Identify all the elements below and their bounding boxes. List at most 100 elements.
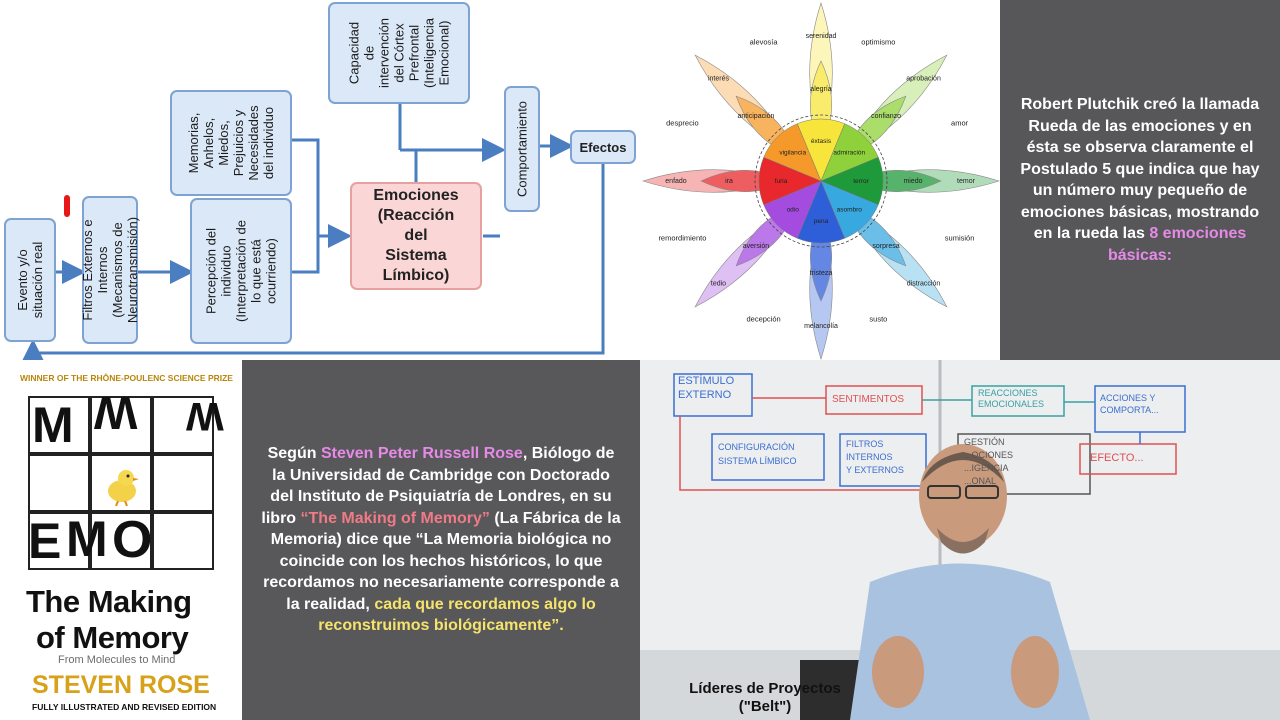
box-filtros-label: Filtros Externos e Internos (Mecanismos … xyxy=(80,216,140,324)
plutchik-paragraph: Robert Plutchik creó la llamada Rueda de… xyxy=(1020,94,1260,266)
inner-petal-label: vigilancia xyxy=(779,150,806,157)
emotion-flow-diagram: Evento y/o situación real Filtros Extern… xyxy=(0,0,640,360)
middle-petal-label: aversión xyxy=(743,243,770,250)
middle-petal-label: sorpresa xyxy=(872,243,899,250)
outer-dyad-label: remordimiento xyxy=(658,233,706,242)
grid-letter: E xyxy=(28,513,62,569)
outer-petal-label: melancolía xyxy=(804,323,838,330)
grid-letter: W xyxy=(186,394,224,438)
grid-cell xyxy=(90,454,152,512)
plutchik-wheel: serenidad alegría éxtasis optimismo aprobaci… xyxy=(640,0,1000,360)
book-title-line2: of Memory xyxy=(36,620,189,655)
middle-petal-label: confianzo xyxy=(871,113,901,120)
book-cover: WINNER OF THE RHÔNE-POULENC SCIENCE PRIZ… xyxy=(0,360,242,720)
outer-petal-label: serenidad xyxy=(806,33,837,40)
book-author: STEVEN ROSE xyxy=(32,671,210,699)
grid-cell xyxy=(28,396,90,454)
outer-petal-label: temor xyxy=(957,178,976,185)
plutchik-text-main: Robert Plutchik creó la llamada Rueda de… xyxy=(1020,96,1260,242)
rose-t1: Según xyxy=(267,445,321,463)
inner-petal-label: asombro xyxy=(837,206,863,213)
inner-petal-label: odio xyxy=(787,206,800,213)
inner-petal-label: admiración xyxy=(833,150,865,157)
grid-letter: W xyxy=(94,387,138,439)
middle-petal-label: ira xyxy=(725,178,733,185)
plutchik-text-highlight: 8 emociones básicas: xyxy=(1107,225,1247,264)
board-reacciones: REACCIONES EMOCIONALES xyxy=(978,388,1045,409)
box-comportamiento-label: Comportamiento xyxy=(514,100,530,198)
grid-letter: M xyxy=(32,397,74,453)
box-evento: Evento y/o situación real xyxy=(4,218,56,342)
box-memorias: Memorias, Anhelos, Miedos, Prejuicios y … xyxy=(170,90,292,196)
rose-panel: Según Steven Peter Russell Rose, Biólogo… xyxy=(242,360,640,720)
box-capacidad: Capacidad de intervención del Córtex Pre… xyxy=(328,2,470,104)
grid-cell xyxy=(152,396,214,454)
grid-letter: M xyxy=(66,511,108,567)
outer-dyad-label: alevosía xyxy=(750,37,779,46)
wheel-ring xyxy=(754,114,888,248)
inner-petal-label: furia xyxy=(775,178,788,185)
box-emociones: Emociones (Reacción del Sistema Límbico) xyxy=(350,182,482,290)
inner-sector xyxy=(763,123,822,182)
grid-cell xyxy=(28,454,90,512)
box-percepcion-label: Percepción del individuo (Interpretación… xyxy=(203,220,279,322)
grid-cell xyxy=(90,396,152,454)
middle-petal-label: miedo xyxy=(903,178,922,185)
whiteboard-scene xyxy=(640,360,1280,720)
middle-petal-label: anticipación xyxy=(737,113,774,120)
box-efectos: Efectos xyxy=(570,130,636,164)
inner-petal-label: pena xyxy=(814,218,829,225)
outer-dyad-label: optimismo xyxy=(861,37,895,46)
middle-petal-label: alegría xyxy=(810,86,832,93)
box-filtros: Filtros Externos e Internos (Mecanismos … xyxy=(80,196,140,344)
outer-dyad-label: sumisión xyxy=(945,233,975,242)
grid-cell xyxy=(152,454,214,512)
box-comportamiento: Comportamiento xyxy=(504,86,540,212)
grid-cell xyxy=(90,512,152,570)
outer-dyad-label: amor xyxy=(951,119,969,128)
outer-petal-label: aprobación xyxy=(906,75,941,82)
outer-dyad-label: decepción xyxy=(746,315,780,324)
rose-highlight: cada que recordamos algo lo reconstruimo… xyxy=(318,595,596,635)
rose-book-title: “The Making of Memory” xyxy=(300,509,490,527)
box-memorias-label: Memorias, Anhelos, Miedos, Prejuicios y … xyxy=(186,105,276,181)
outer-petal-label: interés xyxy=(708,75,730,82)
outer-dyad-label: susto xyxy=(869,315,887,324)
book-prize: WINNER OF THE RHÔNE-POULENC SCIENCE PRIZ… xyxy=(20,373,233,383)
box-efectos-label: Efectos xyxy=(579,139,627,155)
plutchik-panel: Robert Plutchik creó la llamada Rueda de… xyxy=(1000,0,1280,360)
inner-petal-label: éxtasis xyxy=(811,138,832,145)
board-efectos: EFECTO... xyxy=(1090,452,1144,464)
rose-name: Steven Peter Russell Rose xyxy=(320,445,523,463)
outer-dyad-label: desprecio xyxy=(666,119,699,128)
rose-t3: (La Fábrica de la Memoria) dice que “La … xyxy=(263,509,621,613)
diagram-arrows xyxy=(21,104,605,360)
rose-paragraph: Según Steven Peter Russell Rose, Biólogo… xyxy=(261,443,621,637)
grid-cell xyxy=(152,512,214,570)
grid-cell xyxy=(28,512,90,570)
board-configuracion: CONFIGURACIÓN SISTEMA LÍMBICO xyxy=(718,442,797,466)
outer-petal-label: enfado xyxy=(665,178,687,185)
book-edition: FULLY ILLUSTRATED AND REVISED EDITION xyxy=(32,702,217,712)
box-capacidad-label: Capacidad de intervención del Córtex Pre… xyxy=(346,17,452,89)
board-estimulo: ESTÍMULO EXTERNO xyxy=(678,375,735,401)
rose-t2: , Biólogo de la Universidad de Cambridge… xyxy=(261,445,615,527)
box-emociones-label: Emociones (Reacción del Sistema Límbico) xyxy=(373,187,459,284)
board-filtros: FILTROS INTERNOS Y EXTERNOS xyxy=(846,439,904,475)
middle-petal-label: tristeza xyxy=(810,270,833,277)
inner-petal-label: terror xyxy=(853,178,869,185)
book-subtitle: From Molecules to Mind xyxy=(58,654,176,666)
video-caption: Líderes de Proyectos ("Belt") xyxy=(640,680,890,716)
grid-letter: O xyxy=(112,511,153,569)
video-caption-line1: Líderes de Proyectos xyxy=(689,680,841,697)
board-gestion: GESTIÓN ...OCIONES ...IGENCIA ...ONAL xyxy=(964,437,1014,486)
box-percepcion: Percepción del individuo (Interpretación… xyxy=(190,198,292,344)
box-evento-label: Evento y/o situación real xyxy=(15,241,45,319)
board-sentimientos: SENTIMENTOS xyxy=(832,394,905,405)
video-caption-line2: ("Belt") xyxy=(738,698,792,715)
outer-petal-label: distracción xyxy=(907,281,941,288)
rose-t4: biológicamente”. xyxy=(429,617,564,635)
chick-icon xyxy=(108,470,139,507)
book-title-line1: The Making xyxy=(26,584,192,619)
outer-petal-label: tedio xyxy=(711,281,726,288)
